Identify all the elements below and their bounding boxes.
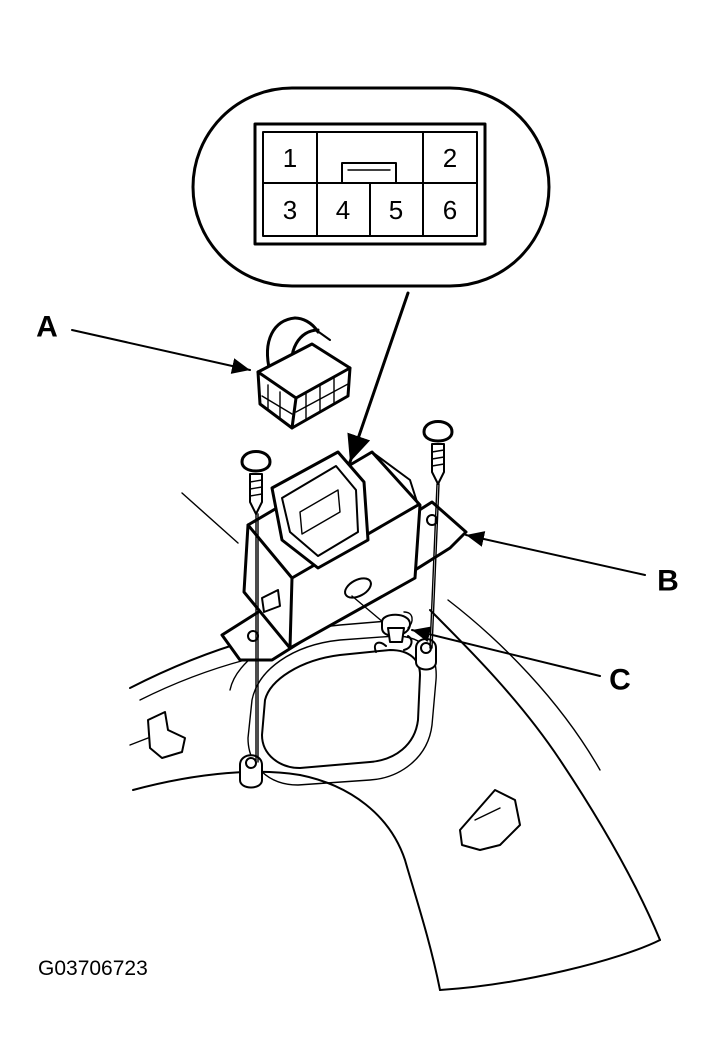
- callout-c: C: [411, 626, 631, 697]
- screw-right: [422, 420, 454, 649]
- pin-3-label: 3: [283, 195, 297, 225]
- shifter-opening: [261, 649, 421, 769]
- pin-6-label: 6: [443, 195, 457, 225]
- pin-4-label: 4: [336, 195, 350, 225]
- switch-assembly: [220, 450, 468, 662]
- screw-left: [240, 450, 272, 763]
- callout-a: A: [36, 311, 251, 374]
- harness-connector-a: [256, 316, 352, 430]
- pin-5-label: 5: [389, 195, 403, 225]
- connector-face-outline: [253, 122, 487, 246]
- inset-bubble: [191, 86, 551, 288]
- callout-b-label: B: [657, 565, 679, 598]
- inset-pointer-arrow: [347, 291, 410, 464]
- pin-2-label: 2: [443, 143, 457, 173]
- callout-a-label: A: [36, 311, 58, 344]
- connector-face-inset: 1 2 3 4 5 6: [191, 86, 551, 288]
- callout-b: B: [465, 531, 679, 598]
- clip-c: [351, 595, 413, 653]
- callout-c-label: C: [609, 664, 631, 697]
- pin-1-label: 1: [283, 143, 297, 173]
- figure-code: G03706723: [38, 957, 148, 980]
- switch-socket: [270, 450, 370, 570]
